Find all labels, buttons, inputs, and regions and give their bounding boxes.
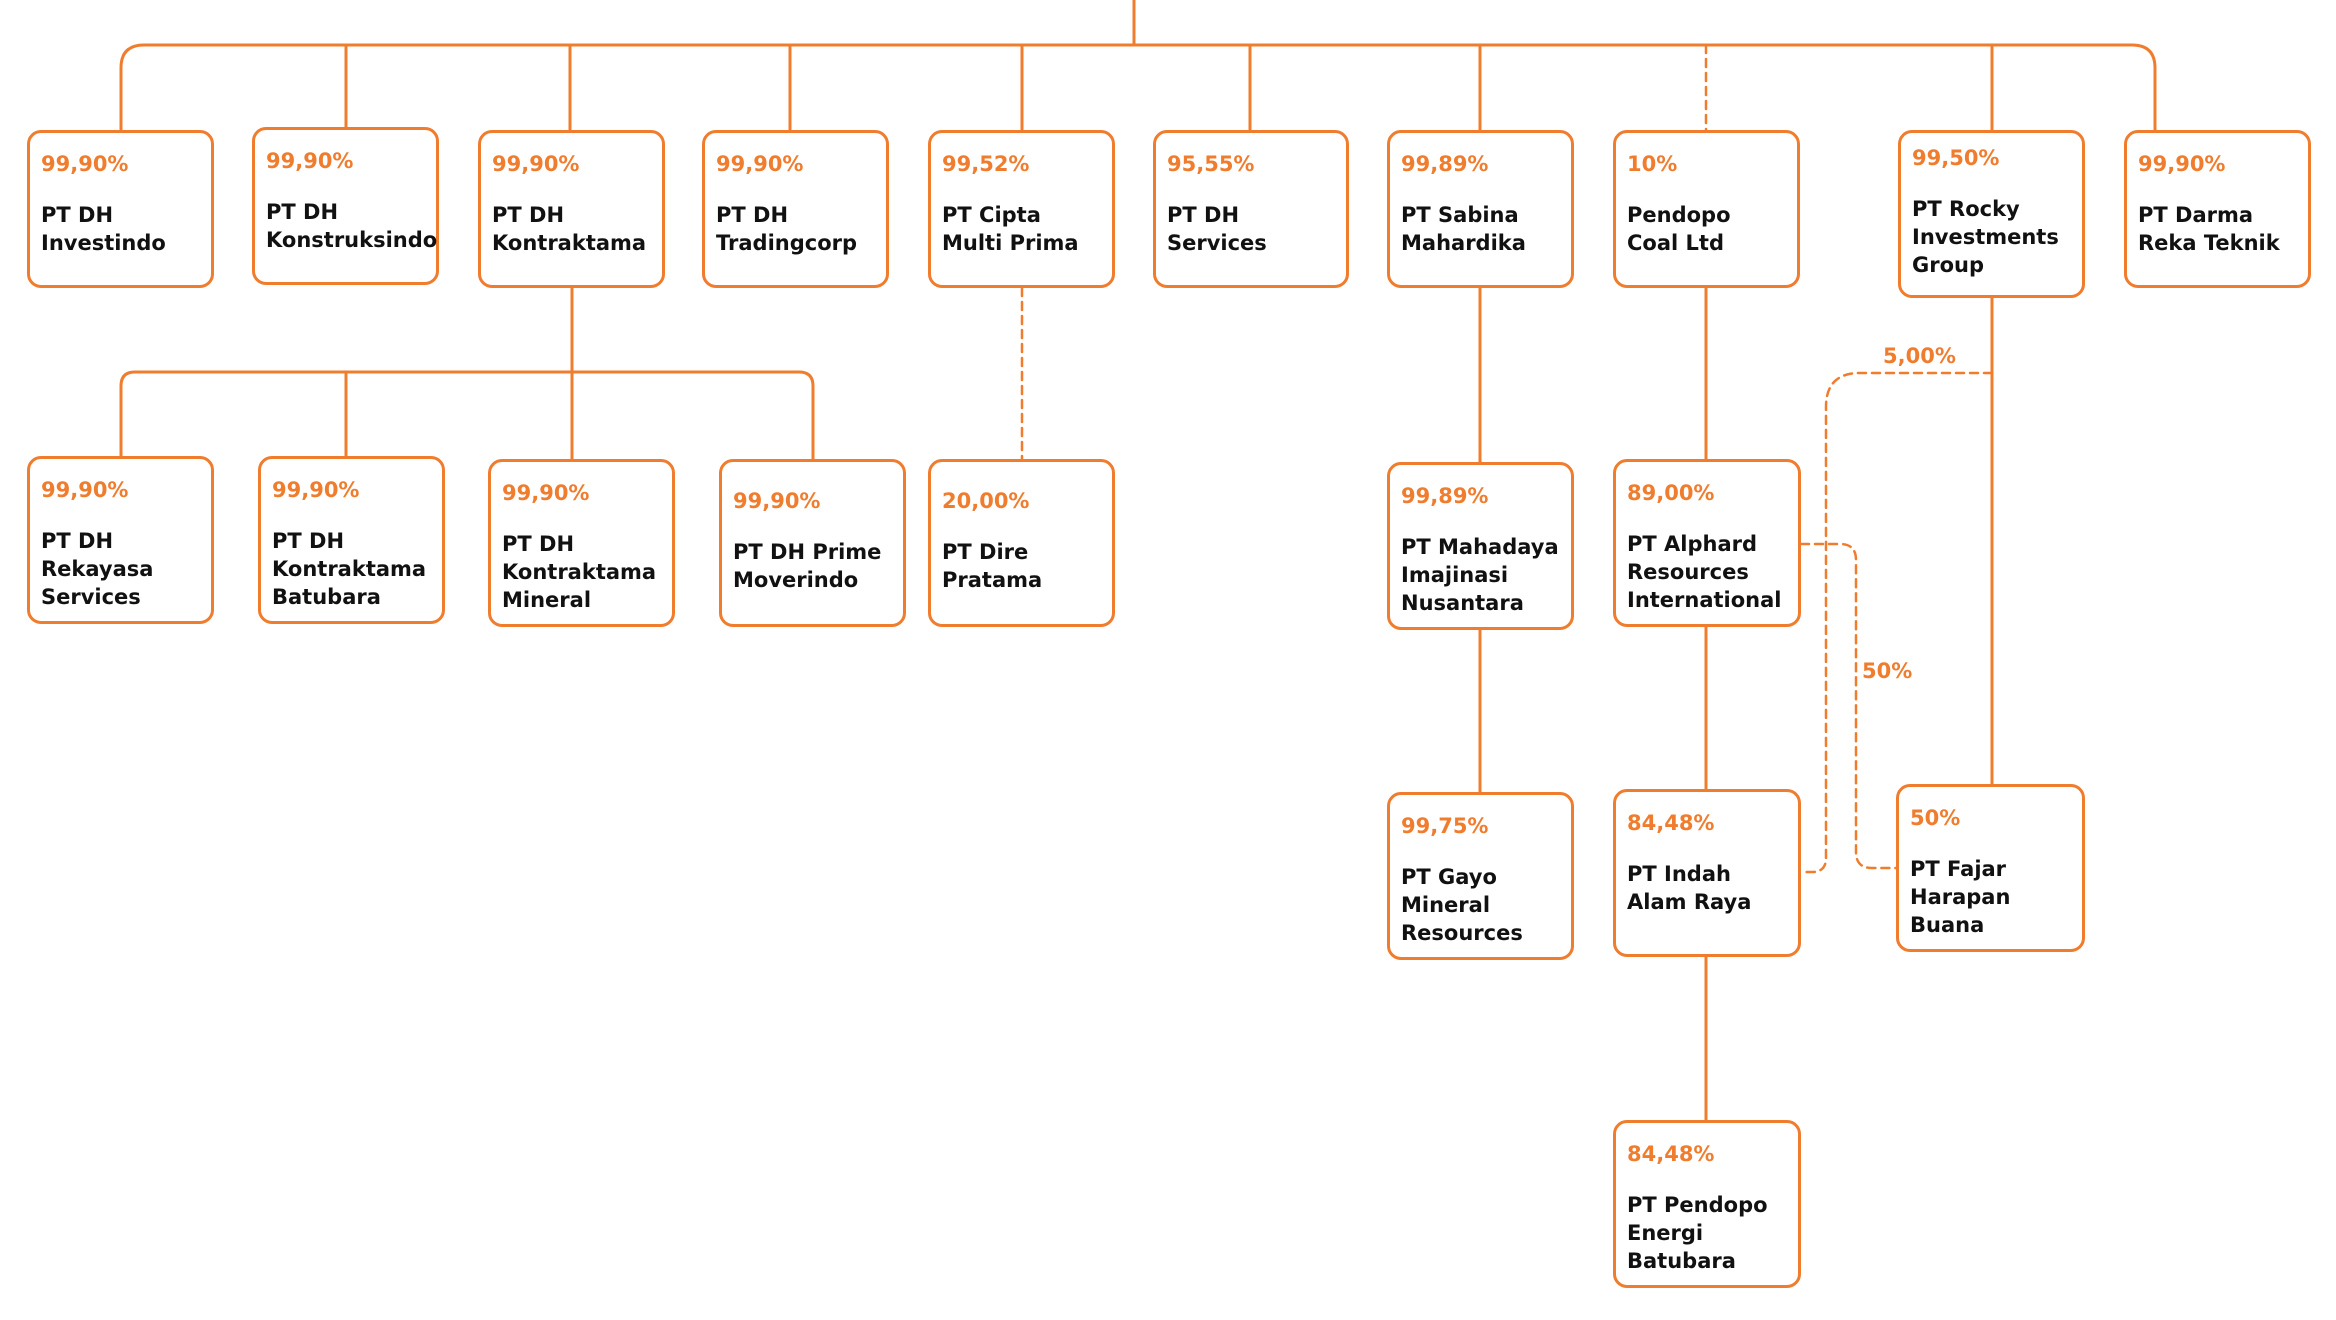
dashed-alphard-to-fajar [1799, 542, 1898, 870]
ownership-percentage: 99,90% [272, 478, 360, 502]
edge-label-rocky-to-indah: 5,00% [1883, 344, 1956, 368]
top-bus [119, 43, 1696, 132]
ownership-percentage: 99,90% [733, 489, 821, 513]
company-name: PT Mahadaya Imajinasi Nusantara [1401, 535, 1559, 615]
ownership-percentage: 10% [1627, 152, 1678, 176]
company-name: PT Alphard Resources International [1627, 532, 1782, 612]
company-name: PT Pendopo Energi Batubara [1627, 1193, 1768, 1273]
edge-label-alphard-to-fajar: 50% [1862, 659, 1913, 683]
bus-right-end [1692, 43, 2157, 132]
kontraktama-bus [119, 370, 815, 461]
company-name: PT DH Rekayasa Services [41, 529, 154, 609]
company-name: PT DH Tradingcorp [716, 203, 858, 255]
node-pt-dh-investindo: 99,90% PT DH Investindo [27, 130, 214, 288]
ownership-percentage: 95,55% [1167, 152, 1255, 176]
ownership-percentage: 99,89% [1401, 152, 1489, 176]
company-name: PT DH Kontraktama Mineral [502, 532, 657, 612]
node-pt-mahadaya-imajinasi-nusantara: 99,89% PT Mahadaya Imajinasi Nusantara [1387, 462, 1574, 630]
node-pt-fajar-harapan-buana: 50% PT Fajar Harapan Buana [1896, 784, 2085, 952]
ownership-percentage: 84,48% [1627, 1142, 1715, 1166]
node-pt-indah-alam-raya: 84,48% PT Indah Alam Raya [1613, 789, 1801, 957]
company-name: PT DH Konstruksindo [266, 200, 438, 252]
company-name: PT DH Kontraktama [492, 203, 647, 255]
dashed-rocky-to-indah [1799, 371, 1994, 874]
ownership-percentage: 20,00% [942, 489, 1030, 513]
node-pendopo-coal-ltd: 10% Pendopo Coal Ltd [1613, 130, 1800, 288]
company-name: PT DH Prime Moverindo [733, 540, 882, 592]
node-pt-dire-pratama: 20,00% PT Dire Pratama [928, 459, 1115, 627]
ownership-percentage: 84,48% [1627, 811, 1715, 835]
node-pt-sabina-mahardika: 99,89% PT Sabina Mahardika [1387, 130, 1574, 288]
ownership-percentage: 99,90% [716, 152, 804, 176]
company-name: PT DH Investindo [41, 203, 166, 255]
company-name: PT Dire Pratama [942, 540, 1043, 592]
node-pt-dh-services: 95,55% PT DH Services [1153, 130, 1349, 288]
node-pt-cipta-multi-prima: 99,52% PT Cipta Multi Prima [928, 130, 1115, 288]
company-name: PT Cipta Multi Prima [942, 203, 1079, 255]
company-name: PT DH Kontraktama Batubara [272, 529, 427, 609]
ownership-percentage: 99,90% [502, 481, 590, 505]
ownership-percentage: 99,90% [41, 152, 129, 176]
node-pt-dh-tradingcorp: 99,90% PT DH Tradingcorp [702, 130, 889, 288]
node-pt-dh-kontraktama-mineral: 99,90% PT DH Kontraktama Mineral [488, 459, 675, 627]
company-name: PT Sabina Mahardika [1401, 203, 1526, 255]
node-pt-alphard-resources-international: 89,00% PT Alphard Resources Internationa… [1613, 459, 1801, 627]
node-pt-rocky-investments-group: 99,50% PT Rocky Investments Group [1898, 130, 2085, 298]
company-name: PT Fajar Harapan Buana [1910, 857, 2011, 937]
company-name: PT Indah Alam Raya [1627, 862, 1752, 914]
node-pt-dh-konstruksindo: 99,90% PT DH Konstruksindo [252, 127, 439, 285]
ownership-percentage: 89,00% [1627, 481, 1715, 505]
node-pt-dh-rekayasa-services: 99,90% PT DH Rekayasa Services [27, 456, 214, 624]
node-pt-dh-kontraktama: 99,90% PT DH Kontraktama [478, 130, 665, 288]
ownership-percentage: 50% [1910, 806, 1961, 830]
ownership-percentage: 99,89% [1401, 484, 1489, 508]
ownership-percentage: 99,90% [41, 478, 129, 502]
ownership-percentage: 99,50% [1912, 146, 2000, 170]
company-name: PT Rocky Investments Group [1912, 197, 2059, 277]
ownership-percentage: 99,75% [1401, 814, 1489, 838]
ownership-percentage: 99,90% [266, 149, 354, 173]
node-pt-darma-reka-teknik: 99,90% PT Darma Reka Teknik [2124, 130, 2311, 288]
node-pt-pendopo-energi-batubara: 84,48% PT Pendopo Energi Batubara [1613, 1120, 1801, 1288]
company-name: PT DH Services [1167, 203, 1267, 255]
ownership-percentage: 99,52% [942, 152, 1030, 176]
company-name: PT Darma Reka Teknik [2138, 203, 2280, 255]
node-pt-dh-prime-moverindo: 99,90% PT DH Prime Moverindo [719, 459, 906, 627]
company-name: PT Gayo Mineral Resources [1401, 865, 1523, 945]
ownership-percentage: 99,90% [492, 152, 580, 176]
company-name: Pendopo Coal Ltd [1627, 203, 1731, 255]
node-pt-gayo-mineral-resources: 99,75% PT Gayo Mineral Resources [1387, 792, 1574, 960]
node-pt-dh-kontraktama-batubara: 99,90% PT DH Kontraktama Batubara [258, 456, 445, 624]
ownership-percentage: 99,90% [2138, 152, 2226, 176]
